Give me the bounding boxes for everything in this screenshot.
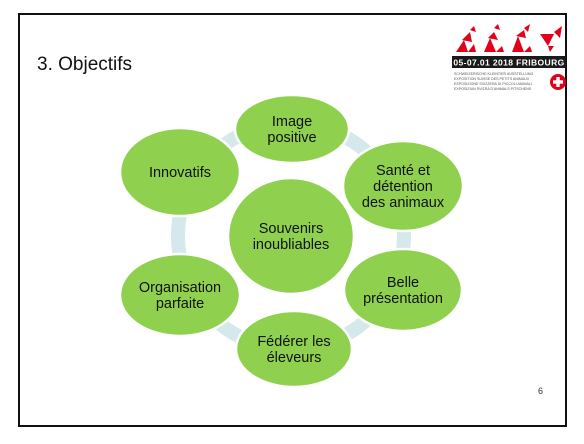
center-node-label-line: inoubliables xyxy=(253,237,330,253)
logo-animal-3-icon xyxy=(512,24,532,52)
node-federer-eleveurs-label-line: Fédérer les xyxy=(257,334,330,350)
logo-date-text: 05-07.01 2018 FRIBOURG xyxy=(453,58,564,68)
logo-date-banner xyxy=(452,56,566,68)
node-sante-detention-label-line: Santé et xyxy=(376,163,430,179)
logo-animal-4-icon xyxy=(540,26,562,52)
node-image-positive-label-line: positive xyxy=(267,130,316,146)
node-organisation-parfaite-label-line: Organisation xyxy=(139,280,221,296)
slide-frame xyxy=(18,13,567,427)
node-sante-detention-label-line: détention xyxy=(373,179,433,195)
node-sante-detention-shape xyxy=(341,139,465,233)
node-belle-presentation-label-line: Belle xyxy=(387,275,419,291)
swiss-cross-icon xyxy=(550,74,566,90)
node-organisation-parfaite-shape xyxy=(118,252,242,338)
node-image-positive-shape xyxy=(233,93,351,165)
node-federer-eleveurs-shape xyxy=(234,309,354,389)
node-federer-eleveurs-label-line: éleveurs xyxy=(267,350,322,366)
node-image-positive-label-line: Image xyxy=(272,114,312,130)
node-sante-detention-label-line: des animaux xyxy=(362,195,445,211)
logo-animal-1-icon xyxy=(456,26,476,52)
slide-title: 3. Objectifs xyxy=(37,54,133,75)
center-node-shape xyxy=(226,176,356,296)
node-belle-presentation-label-line: présentation xyxy=(363,291,443,307)
page-number: 6 xyxy=(538,386,544,396)
node-organisation-parfaite-label-line: parfaite xyxy=(156,296,204,312)
event-logo: 05-07.01 2018 FRIBOURG SCHWEIZERISCHE KL… xyxy=(452,24,566,91)
logo-animal-2-icon xyxy=(484,24,504,52)
center-node-label-line: Souvenirs xyxy=(259,221,323,237)
logo-subtitle-line-2: EXPOSITION SUISSE DES PETITS ANIMAUX xyxy=(454,77,530,81)
logo-subtitle-line-4: EXPOSIZIUN SVIZRA D'ANIMALS PITSCHENS xyxy=(454,87,532,91)
node-belle-presentation-shape xyxy=(342,247,464,333)
node-innovatifs-shape xyxy=(118,126,242,218)
logo-subtitle-line-3: ESPOSIZIONE SVIZZERA DI PICCOLI ANIMALI xyxy=(454,82,532,86)
node-innovatifs: Innovatifs xyxy=(118,126,242,218)
node-innovatifs-label-line: Innovatifs xyxy=(149,165,211,181)
logo-subtitle-line-1: SCHWEIZERISCHE KLEINTIER AUSSTELLUNG xyxy=(454,72,533,76)
